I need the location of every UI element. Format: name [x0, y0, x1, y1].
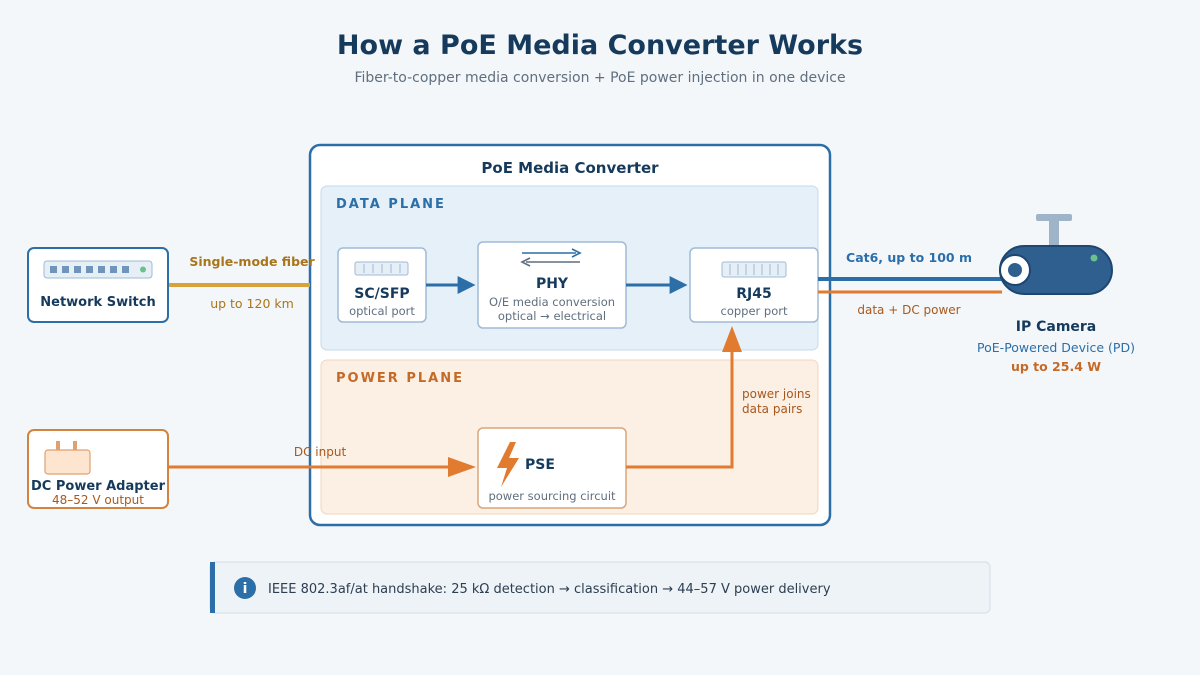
adapter-sub: 48–52 V output — [52, 493, 144, 507]
info-note-accent-bar — [210, 562, 215, 613]
pse-box: PSE power sourcing circuit — [477, 427, 627, 509]
rj45-name: RJ45 — [736, 286, 771, 302]
ip-camera: IP Camera PoE-Powered Device (PD) up to … — [977, 214, 1135, 374]
phy-sub-line-2: optical → electrical — [498, 309, 606, 323]
pse-to-rj45-arrowhead — [722, 326, 742, 352]
dc-input-label: DC input — [294, 445, 347, 459]
svg-text:i: i — [243, 581, 248, 597]
rj45-port-box: RJ45 copper port — [689, 247, 819, 323]
lightning-bolt-icon — [497, 442, 519, 487]
switch-ports-icon — [50, 266, 129, 273]
phy-sub-line-1: O/E media conversion — [489, 295, 615, 309]
fiber-distance-label: up to 120 km — [210, 296, 294, 311]
camera-status-led-icon — [1090, 254, 1098, 262]
camera-sub: PoE-Powered Device (PD) — [977, 340, 1135, 355]
pse-sub: power sourcing circuit — [488, 489, 616, 503]
data-plane-label: DATA PLANE — [336, 197, 446, 212]
page-subtitle: Fiber-to-copper media conversion + PoE p… — [354, 70, 845, 86]
sfp-name: SC/SFP — [354, 286, 409, 302]
phy-name: PHY — [536, 276, 569, 292]
adapter-name: DC Power Adapter — [31, 479, 166, 494]
power-join-label-1: power joins — [742, 387, 811, 401]
switch-status-led-icon — [140, 266, 146, 273]
dc-power-adapter: DC Power Adapter 48–52 V output — [27, 429, 169, 509]
adapter-plug-icon — [44, 449, 91, 475]
camera-mount-icon — [1036, 214, 1072, 221]
info-note: i IEEE 802.3af/at handshake: 25 kΩ detec… — [209, 561, 991, 614]
phy-box: PHY O/E media conversion optical → elect… — [477, 241, 627, 329]
sfp-port-box: SC/SFP optical port — [337, 247, 427, 323]
fiber-label: Single-mode fiber — [189, 254, 315, 269]
power-join-label-2: data pairs — [742, 402, 802, 416]
rj45-sub: copper port — [721, 304, 788, 318]
dc-input-arrowhead — [448, 457, 476, 477]
pse-to-rj45-power-line — [626, 352, 734, 469]
info-icon — [234, 577, 256, 599]
page-title: How a PoE Media Converter Works — [337, 30, 863, 61]
sfp-sub: optical port — [349, 304, 415, 318]
camera-name: IP Camera — [1016, 319, 1097, 335]
cat6-power-label: data + DC power — [857, 303, 960, 317]
cat6-label: Cat6, up to 100 m — [846, 250, 972, 265]
switch-label: Network Switch — [40, 295, 155, 310]
info-note-text: IEEE 802.3af/at handshake: 25 kΩ detecti… — [268, 582, 831, 597]
converter-title: PoE Media Converter — [481, 159, 659, 177]
pse-name: PSE — [525, 457, 555, 473]
bidirectional-arrows-icon — [520, 248, 582, 267]
camera-power: up to 25.4 W — [1011, 359, 1101, 374]
network-switch: Network Switch — [27, 247, 169, 323]
power-plane-label: POWER PLANE — [336, 371, 464, 386]
